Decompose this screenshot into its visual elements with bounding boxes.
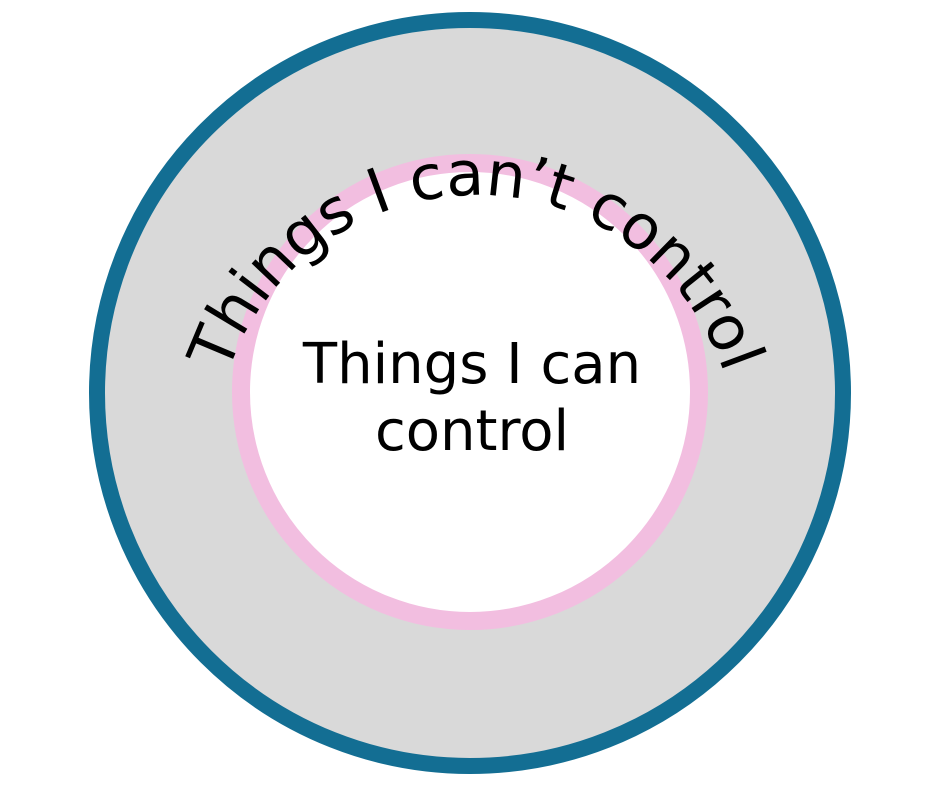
- inner-circle-label-line2: control: [375, 399, 569, 464]
- inner-circle: [232, 154, 708, 630]
- inner-circle-label-line1: Things I can: [302, 332, 641, 397]
